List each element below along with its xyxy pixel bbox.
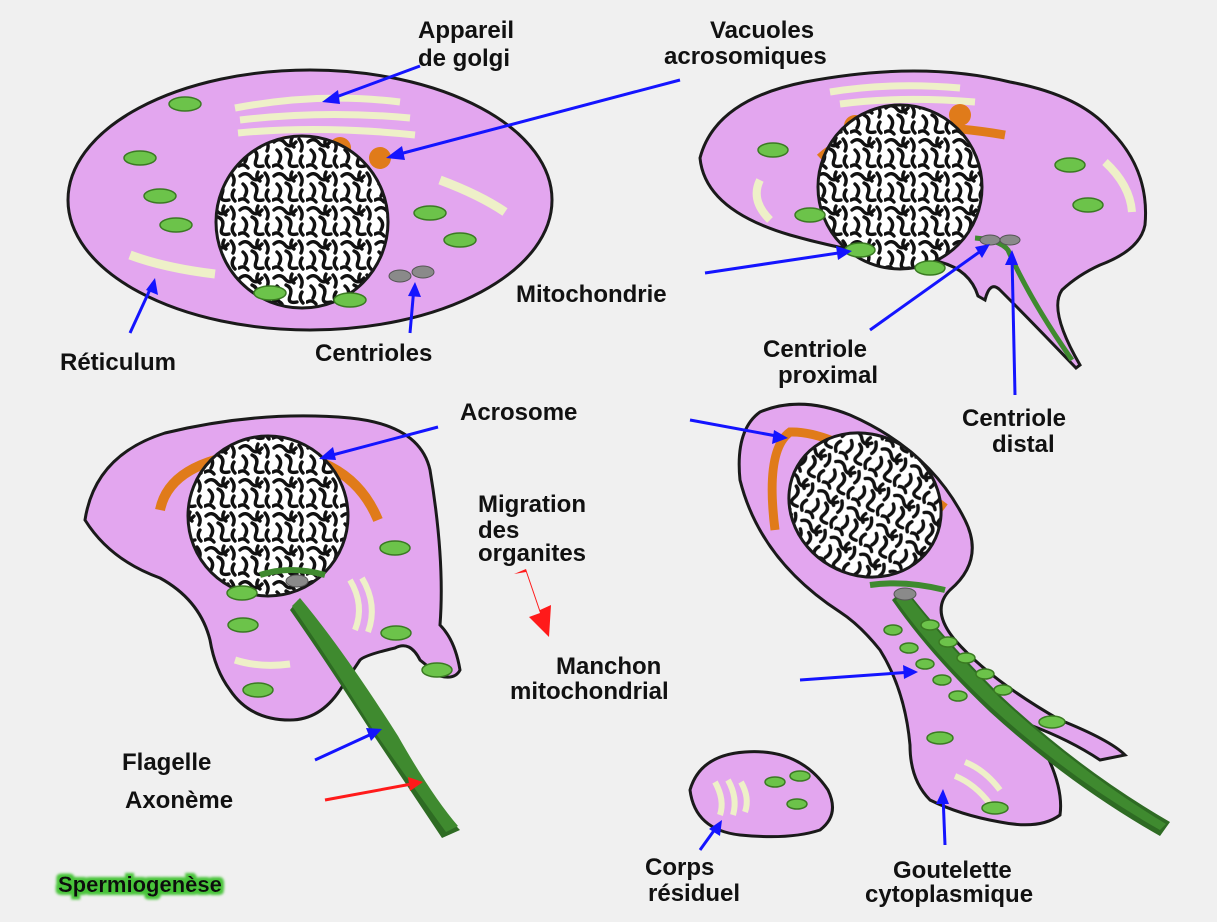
centriole [412,266,434,278]
label-centriole-proximal-2: proximal [778,362,878,389]
label-golgi-2: de golgi [418,45,510,72]
mitochondrion [381,626,411,640]
label-centriole-proximal-1: Centriole [763,336,867,363]
mitochondrion [1055,158,1085,172]
mitochondrion [845,243,875,257]
mitochondrion [243,683,273,697]
label-axoneme: Axonème [125,787,233,814]
centriole [286,575,308,587]
centriole [389,270,411,282]
mitochondrion [758,143,788,157]
mitochondrion [1073,198,1103,212]
mitochondrion [414,206,446,220]
label-reticulum: Réticulum [60,349,176,376]
mitochondrion [422,663,452,677]
mitochondrion [795,208,825,222]
diagram-title: Spermiogenèse [58,872,222,897]
mitochondrion [444,233,476,247]
label-goutelette-1: Goutelette [893,857,1012,884]
label-flagelle: Flagelle [122,749,211,776]
label-manchon-2: mitochondrial [510,678,669,705]
label-centriole-distal-2: distal [992,431,1055,458]
centriole [1000,235,1020,245]
mitochondrion [160,218,192,232]
nucleus [216,136,388,308]
label-corps-1: Corps [645,854,714,881]
mitochondrion [169,97,201,111]
mitochondrion [144,189,176,203]
label-vacuoles-2: acrosomiques [664,43,827,70]
mitochondrion [254,286,286,300]
mitochondrion [915,261,945,275]
label-migration-1: Migration [478,491,586,518]
label-vacuoles-1: Vacuoles [710,17,814,44]
mitochondrion [124,151,156,165]
centriole [980,235,1000,245]
label-migration-3: organites [478,540,586,567]
mitochondrion [227,586,257,600]
mitochondrion [380,541,410,555]
label-golgi-1: Appareil [418,17,514,44]
label-corps-2: résiduel [648,880,740,907]
label-centriole-distal-1: Centriole [962,405,1066,432]
mitochondrion [334,293,366,307]
label-centrioles: Centrioles [315,340,432,367]
centriole [894,588,916,600]
label-mitochondrie: Mitochondrie [516,281,667,308]
mitochondrion [982,802,1008,814]
mitochondrion [228,618,258,632]
label-manchon-1: Manchon [556,653,661,680]
label-acrosome: Acrosome [460,399,577,426]
mitochondrion [1039,716,1065,728]
label-goutelette-2: cytoplasmique [865,881,1033,908]
mitochondrion [927,732,953,744]
spermatid-cell-1 [68,70,552,330]
nucleus [818,105,982,269]
